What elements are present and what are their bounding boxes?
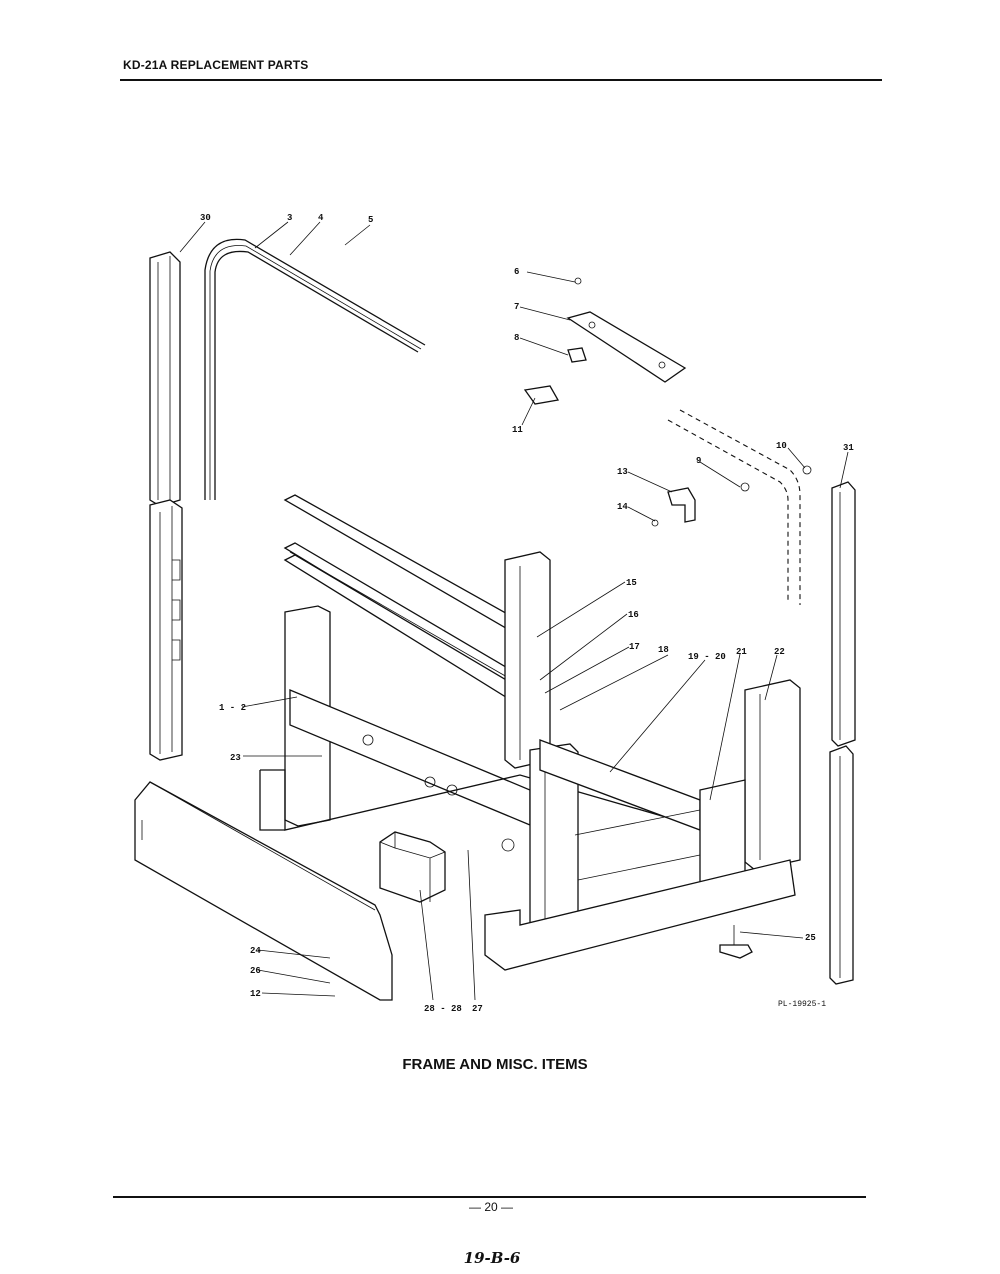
callout-label: 27 — [472, 1004, 483, 1014]
bracket-parts-group — [523, 277, 812, 527]
handwritten-note: 19-B-6 — [463, 1249, 521, 1267]
callout-leaders — [179, 221, 849, 1001]
right-side-channel-part — [829, 481, 856, 985]
door-outline-dashed — [667, 409, 801, 605]
callout-label: 7 — [514, 302, 519, 312]
kick-plate-part — [134, 781, 393, 1001]
callout-label: 31 — [843, 443, 854, 453]
callout-label: 19 - 20 — [688, 652, 726, 662]
plate-id: PL-19925-1 — [778, 1000, 827, 1009]
callout-label: 1 - 2 — [219, 703, 246, 713]
callout-label: 4 — [318, 213, 324, 223]
left-side-channel-part — [149, 251, 183, 761]
page-number: — 20 — — [468, 1200, 513, 1214]
callout-label: 8 — [514, 333, 519, 343]
callout-label: 14 — [617, 502, 628, 512]
callout-label: 11 — [512, 425, 523, 435]
callout-label: 21 — [736, 647, 747, 657]
callout-label: 23 — [230, 753, 241, 763]
callout-label: 15 — [626, 578, 637, 588]
header-divider — [120, 79, 882, 81]
callout-label: 22 — [774, 647, 785, 657]
callout-label: 6 — [514, 267, 519, 277]
callout-label: 17 — [629, 642, 640, 652]
callout-label: 30 — [200, 213, 211, 223]
rail-parts — [283, 494, 547, 713]
callout-label: 10 — [776, 441, 787, 451]
callout-label: 3 — [287, 213, 292, 223]
callout-label: 25 — [805, 933, 816, 943]
callout-label: 24 — [250, 946, 261, 956]
footer-divider — [113, 1196, 866, 1198]
callout-label: 5 — [368, 215, 373, 225]
callout-label: 9 — [696, 456, 701, 466]
callout-label: 12 — [250, 989, 261, 999]
leveling-leg-part — [719, 925, 753, 959]
callout-label: 18 — [658, 645, 669, 655]
diagram-caption: FRAME AND MISC. ITEMS — [402, 1056, 588, 1073]
header-title: KD-21A REPLACEMENT PARTS — [123, 58, 309, 72]
callout-label: 28 - 28 — [424, 1004, 462, 1014]
callout-labels: 30 3 4 5 6 7 8 11 10 31 9 13 14 15 16 17… — [200, 213, 854, 1014]
callout-label: 26 — [250, 966, 261, 976]
main-frame-part — [259, 551, 801, 971]
callout-label: 16 — [628, 610, 639, 620]
callout-label: 13 — [617, 467, 628, 477]
junction-box-part — [379, 831, 446, 903]
top-tube-part — [204, 238, 426, 500]
